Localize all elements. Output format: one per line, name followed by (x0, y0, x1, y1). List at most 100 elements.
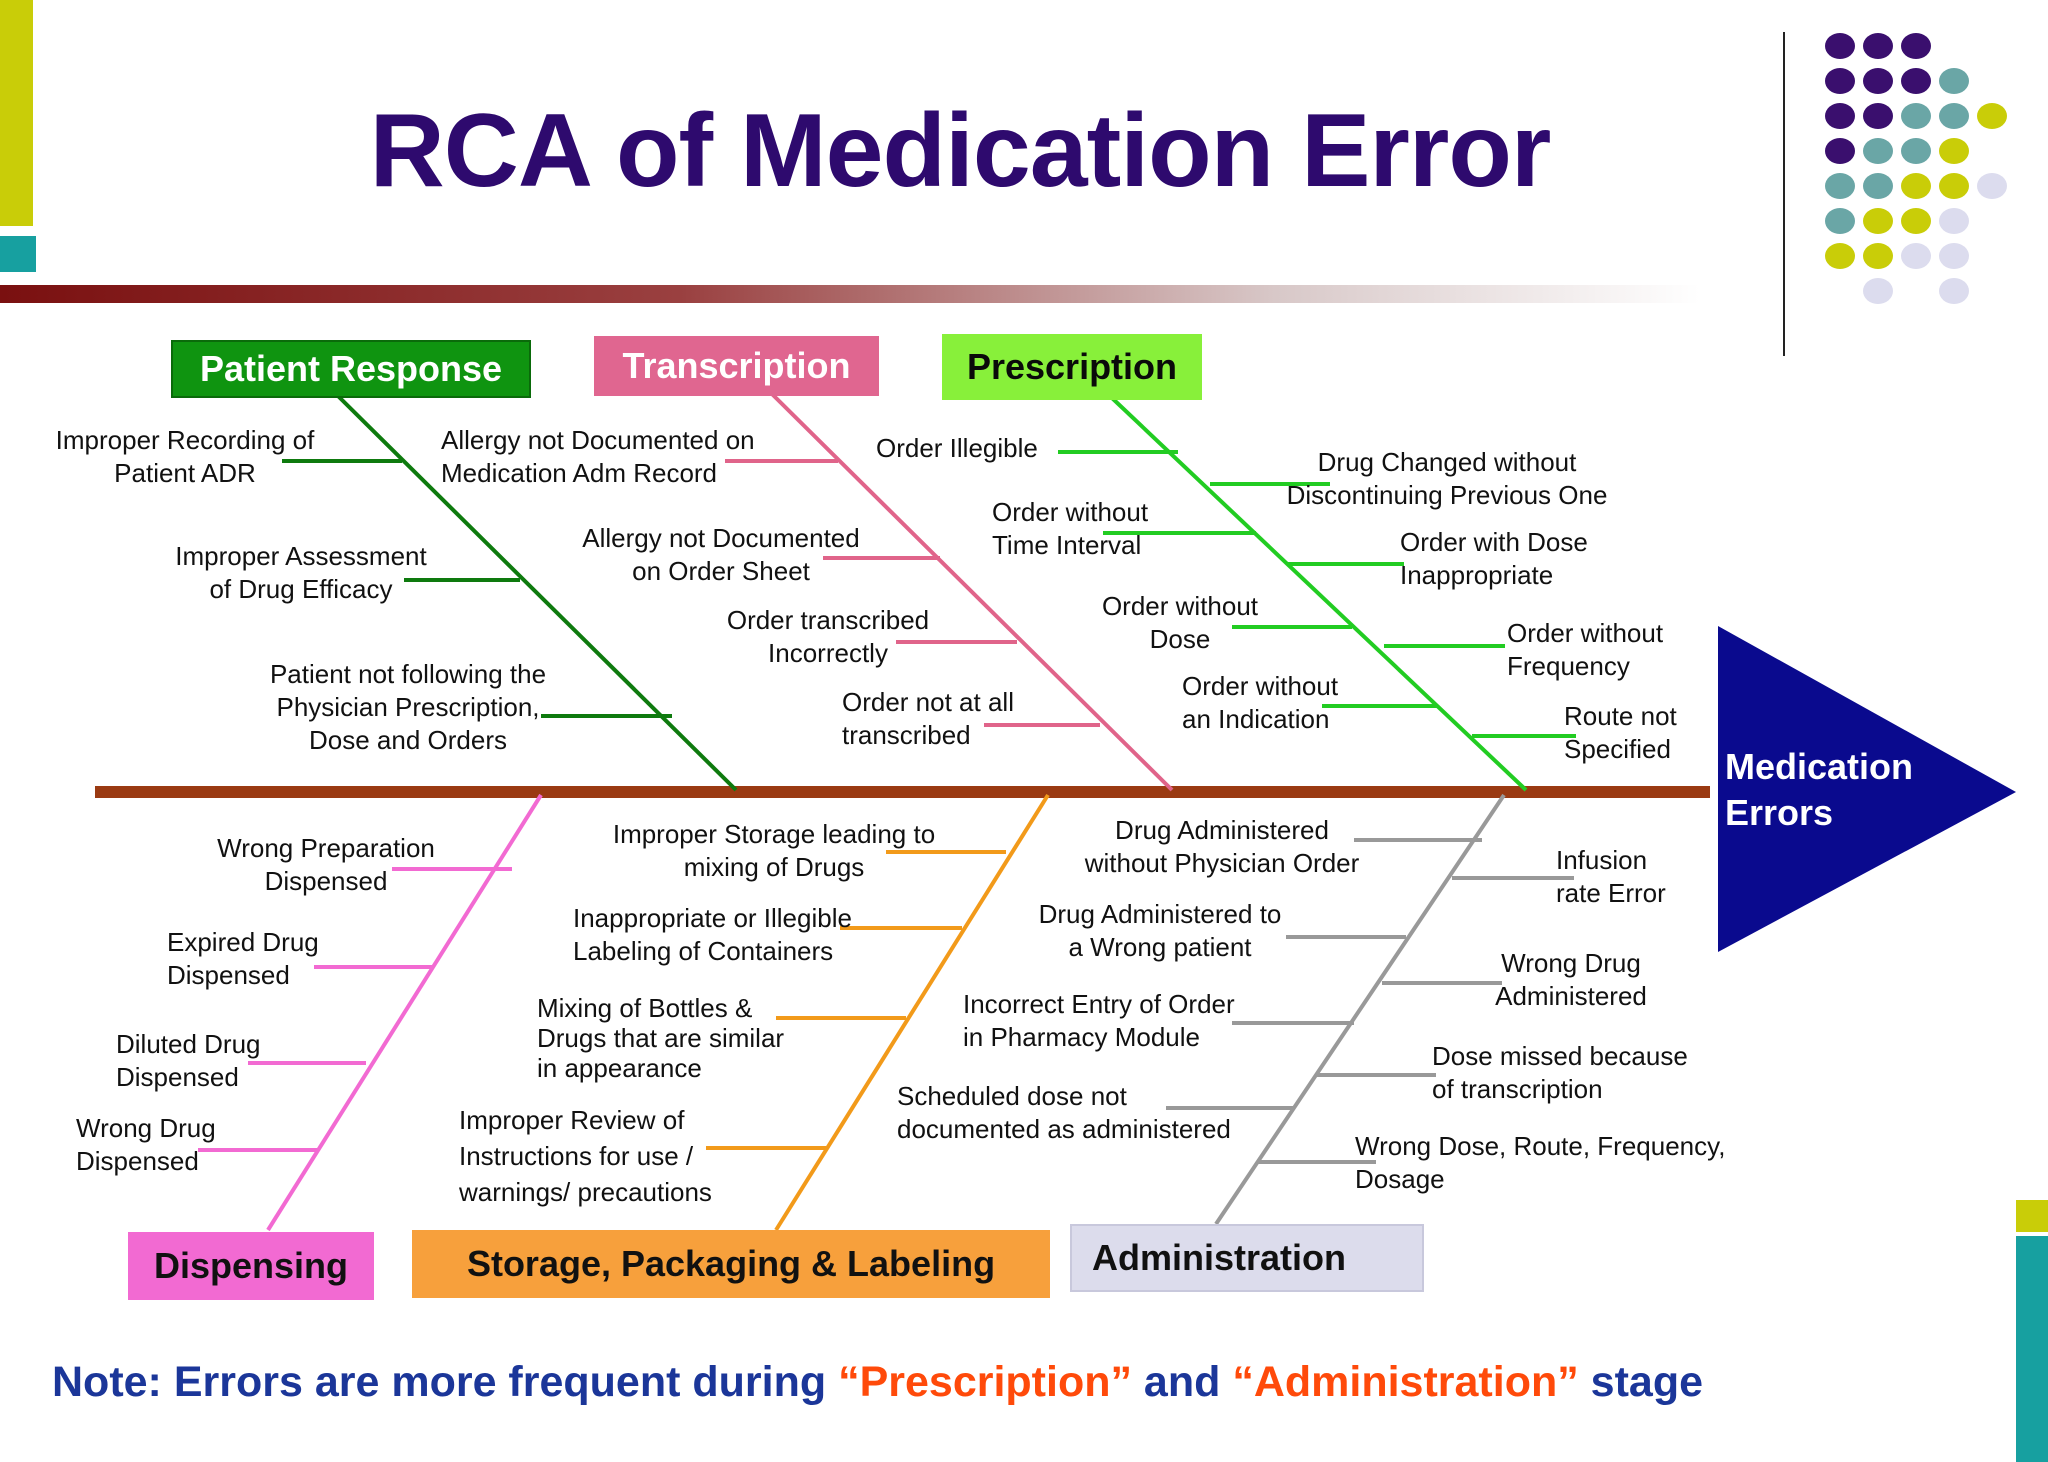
decorative-dot (1863, 103, 1893, 129)
cause-line: of Drug Efficacy (209, 574, 393, 604)
decorative-dot (1939, 278, 1969, 304)
effect-label-line2: Errors (1725, 792, 1834, 833)
cause-line: Frequency (1507, 651, 1630, 681)
decorative-dot (1901, 243, 1931, 269)
cause-line: Order not at all (842, 687, 1014, 717)
cause-line: Dispensed (76, 1146, 199, 1176)
cause-label: Mixing of Bottles & Drugs that are simil… (537, 993, 784, 1083)
decorative-dot (1901, 68, 1931, 94)
cause-line: Order without (1101, 591, 1259, 621)
bone-administration (1166, 793, 1574, 1226)
decorative-dot (1939, 173, 1969, 199)
decorative-dot (1939, 208, 1969, 234)
decorative-dot (1977, 173, 2007, 199)
cause-line: Improper Recording of (55, 425, 315, 455)
cause-line: Wrong Dose, Route, Frequency, (1355, 1131, 1726, 1161)
cause-line: rate Error (1556, 878, 1666, 908)
category-administration: Administration (1070, 1224, 1424, 1292)
cause-line: Order Illegible (876, 433, 1038, 463)
cause-line: Mixing of Bottles & (537, 993, 753, 1023)
cause-line: an Indication (1182, 704, 1330, 734)
cause-line: Instructions for use / (459, 1141, 694, 1171)
decorative-dot (1825, 138, 1855, 164)
cause-label: Patient not following the Physician Pres… (258, 658, 558, 757)
effect-arrowhead (1718, 626, 2016, 952)
bone-transcription (725, 392, 1174, 792)
decorative-dot (1863, 208, 1893, 234)
cause-line: Incorrect Entry of Order (963, 989, 1235, 1019)
cause-line: Route not (1564, 701, 1677, 731)
cause-line: Order transcribed (726, 605, 930, 635)
decorative-dot (1863, 138, 1893, 164)
accent-bar-teal-bottom (2016, 1236, 2048, 1462)
cause-line: Dispensed (264, 866, 388, 896)
title-rule (0, 285, 1700, 303)
decorative-dot (1863, 243, 1893, 269)
decorative-dot (1825, 173, 1855, 199)
cause-line: transcribed (842, 720, 971, 750)
cause-label: Order without Dose (1092, 590, 1268, 656)
decorative-dot (1939, 138, 1969, 164)
cause-label: Allergy not Documented on Order Sheet (576, 522, 866, 588)
decorative-dot (1901, 33, 1931, 59)
cause-line: Drug Administered to (1038, 899, 1282, 929)
cause-label: Diluted Drug Dispensed (116, 1028, 261, 1094)
decorative-dot (1863, 68, 1893, 94)
cause-line: Inappropriate (1400, 560, 1554, 590)
page-title: RCA of Medication Error (369, 93, 1552, 209)
note-suffix: stage (1578, 1358, 1704, 1406)
cause-label: Order not at all transcribed (842, 686, 1014, 752)
cause-line: Drug Changed without (1317, 447, 1577, 477)
decorative-dot (1825, 103, 1855, 129)
cause-label: Improper Review of Instructions for use … (459, 1102, 712, 1210)
cause-line: Wrong Drug (76, 1113, 216, 1143)
decorative-dot (1939, 68, 1969, 94)
cause-line: Dispensed (116, 1062, 239, 1092)
dot-grid-decoration (1825, 33, 2007, 304)
cause-line: Patient not following the (269, 659, 547, 689)
note-middle: and (1131, 1358, 1233, 1406)
cause-label: Wrong Preparation Dispensed (206, 832, 446, 898)
cause-label: Order transcribed Incorrectly (718, 604, 938, 670)
cause-line: documented as administered (897, 1114, 1231, 1144)
cause-line: Dosage (1355, 1164, 1445, 1194)
decorative-dot (1901, 103, 1931, 129)
cause-label: Incorrect Entry of Order in Pharmacy Mod… (963, 988, 1235, 1054)
cause-line: of transcription (1432, 1074, 1603, 1104)
cause-line: Order without (992, 497, 1149, 527)
decorative-dot (1939, 243, 1969, 269)
accent-block-olive-bottom (2016, 1200, 2048, 1232)
cause-label: Wrong Dose, Route, Frequency, Dosage (1355, 1130, 1725, 1196)
accent-bar-olive (0, 0, 33, 226)
cause-label: Route not Specified (1564, 700, 1677, 766)
cause-line: Time Interval (992, 530, 1142, 560)
cause-label: Drug Administered without Physician Orde… (1072, 814, 1372, 880)
cause-label: Order without Time Interval (992, 496, 1148, 562)
cause-line: Inappropriate or Illegible (573, 903, 852, 933)
cause-line: in Pharmacy Module (963, 1022, 1200, 1052)
cause-line: Drug Administered (1115, 815, 1329, 845)
cause-label: Order with Dose Inappropriate (1400, 526, 1588, 592)
cause-label: Drug Administered to a Wrong patient (1030, 898, 1290, 964)
cause-line: a Wrong patient (1068, 932, 1252, 962)
cause-line: Incorrectly (768, 638, 888, 668)
cause-line: Dose and Orders (309, 725, 507, 755)
cause-label: Order without an Indication (1182, 670, 1338, 736)
category-transcription: Transcription (594, 336, 879, 396)
cause-line: mixing of Drugs (683, 852, 865, 882)
cause-label: Drug Changed without Discontinuing Previ… (1282, 446, 1612, 512)
cause-line: Discontinuing Previous One (1286, 480, 1608, 510)
cause-label: Wrong Drug Administered (1476, 947, 1666, 1013)
decorative-dot (1825, 68, 1855, 94)
decorative-dot (1863, 278, 1893, 304)
cause-line: Dose (1149, 624, 1211, 654)
note-term-prescription: “Prescription” (838, 1358, 1132, 1406)
cause-line: Order with Dose (1400, 527, 1588, 557)
cause-label: Scheduled dose not documented as adminis… (897, 1080, 1231, 1146)
bone-prescription (1058, 396, 1576, 792)
bone-dispensing (198, 793, 543, 1232)
decorative-dot (1863, 173, 1893, 199)
decorative-dot (1939, 103, 1969, 129)
cause-line: Infusion (1556, 845, 1648, 875)
